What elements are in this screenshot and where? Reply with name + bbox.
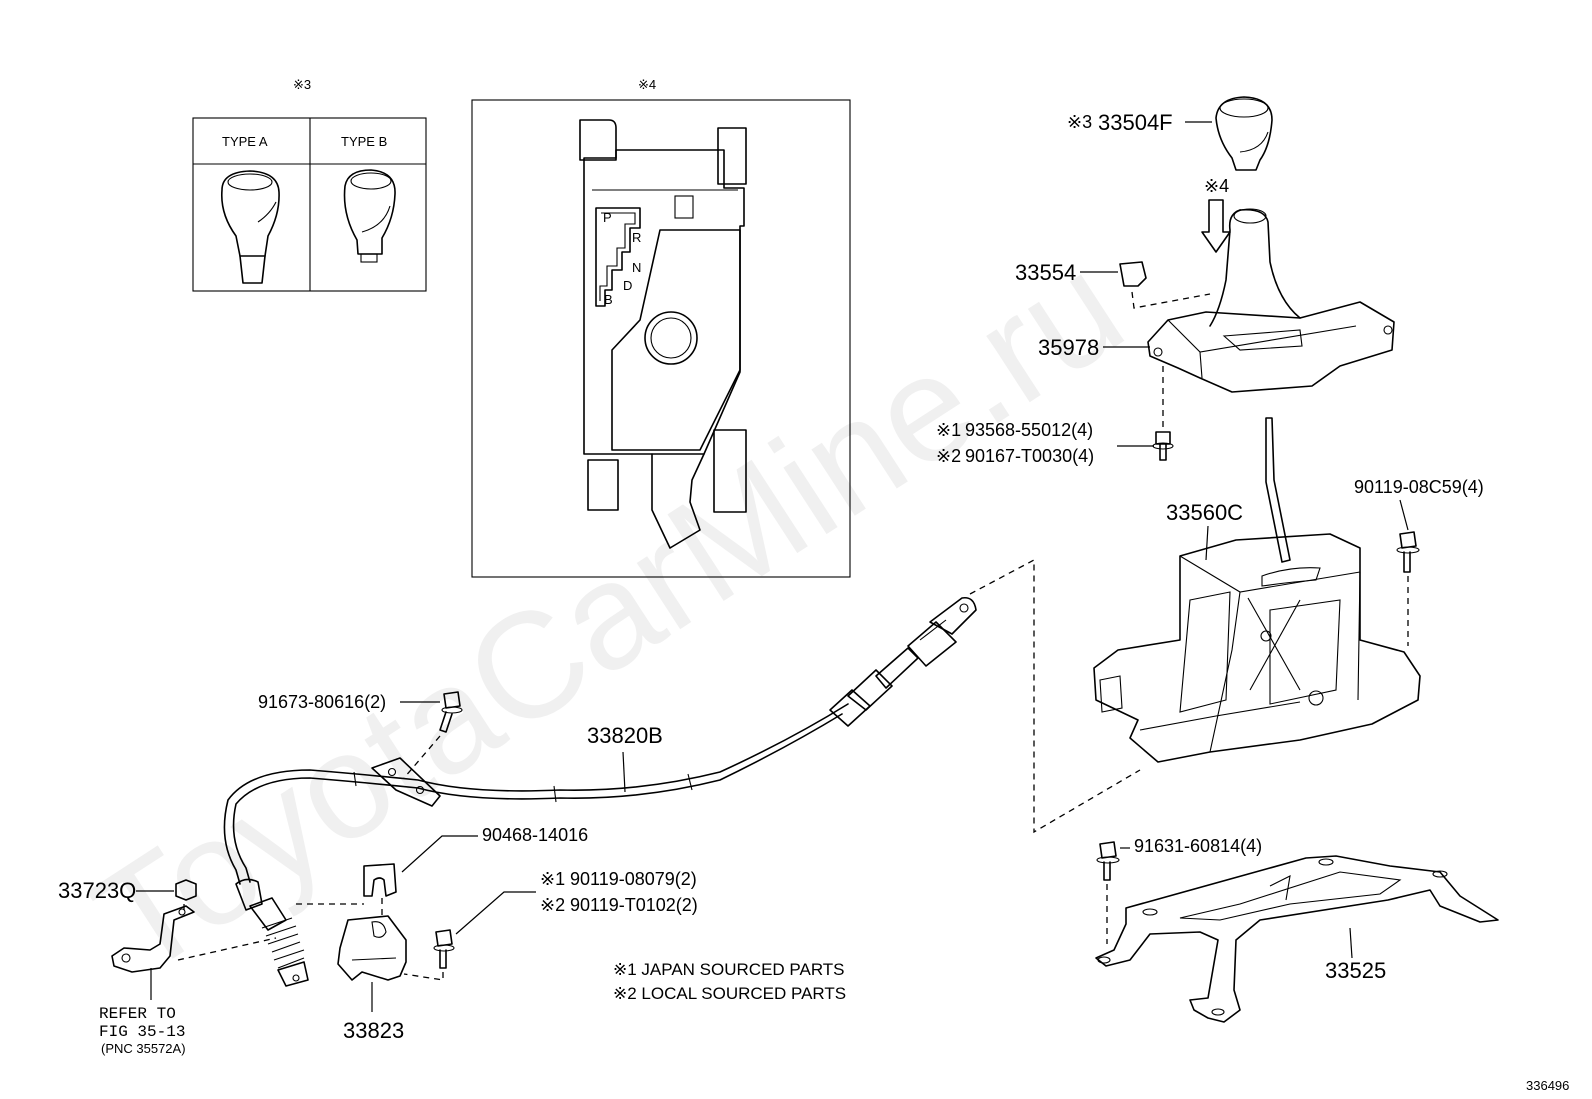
type-b-knob-drawing [343,169,396,263]
callout-90119-08c59: 90119-08C59(4) [1354,477,1484,497]
callout-90468: 90468-14016 [482,825,588,845]
clip-90468-drawing [363,863,397,897]
callout-90167: 90167-T0030(4) [965,446,1094,466]
callout-91631: 91631-60814(4) [1134,836,1262,856]
refer-line-2: FIG 35-13 [99,1023,185,1041]
bolt-91673-drawing [439,691,463,733]
screw-local-marker: ※2 [936,446,961,466]
knob-33504f-drawing [1215,96,1273,171]
inset-gate-frame [471,99,851,578]
callout-90119-t0102: 90119-T0102(2) [570,895,698,915]
gate-pos-b: B [604,292,613,307]
bolt-local-marker: ※2 [540,895,565,915]
callout-33823: 33823 [343,1018,404,1043]
callout-93568: 93568-55012(4) [965,420,1093,440]
gate-pos-d: D [623,278,632,293]
gate-pos-p: P [603,210,612,225]
bracket-35572a-drawing [111,905,195,973]
gate-pos-n: N [632,260,641,275]
bolt-jp-marker: ※1 [540,869,565,889]
callout-91673: 91673-80616(2) [258,692,386,712]
note-japan-sourced: ※1 JAPAN SOURCED PARTS [613,960,845,979]
clip-33554-drawing [1119,261,1147,287]
callout-33723q: 33723Q [58,878,136,903]
callout-33820b: 33820B [587,723,663,748]
bracket-33823-drawing [337,915,407,981]
inset-knob-marker: ※3 [293,77,311,92]
bracket-33525-drawing [1095,855,1499,1023]
refer-line-3: (PNC 35572A) [101,1041,186,1056]
inset-gate-marker: ※4 [638,77,656,92]
bolt-90119-08079-drawing [433,929,455,969]
bolt-91631-drawing [1096,841,1120,881]
screw-93568-drawing [1152,431,1174,461]
callout-90119-08079: 90119-08079(2) [570,869,697,889]
callout-33504f: 33504F [1098,110,1173,135]
callout-33560c: 33560C [1166,500,1243,525]
arrow-marker: ※4 [1204,176,1229,196]
bolt-90119-08c59-drawing [1396,531,1420,573]
note-local-sourced: ※2 LOCAL SOURCED PARTS [613,984,846,1003]
callout-33525: 33525 [1325,958,1386,983]
callout-33554: 33554 [1015,260,1076,285]
screw-jp-marker: ※1 [936,420,961,440]
figure-number: 336496 [1526,1078,1569,1093]
type-a-label: TYPE A [222,134,268,149]
cable-to-housing-dashed [969,558,1141,834]
down-arrow-icon [1201,199,1231,253]
gate-pos-r: R [632,230,641,245]
nut-33723q-drawing [175,879,197,901]
boot-35978-drawing [1147,208,1395,393]
lever-housing-33560c-drawing [1093,417,1421,763]
type-b-label: TYPE B [341,134,387,149]
callout-35978: 35978 [1038,335,1099,360]
knob-marker: ※3 [1067,112,1092,132]
type-a-knob-drawing [220,170,280,284]
inset-shift-gate: ※4 P R N D B [471,77,851,578]
inset-knob-types: ※3 TYPE A TYPE B [192,77,427,292]
refer-line-1: REFER TO [99,1005,176,1023]
cable-33820b-drawing [223,596,977,987]
